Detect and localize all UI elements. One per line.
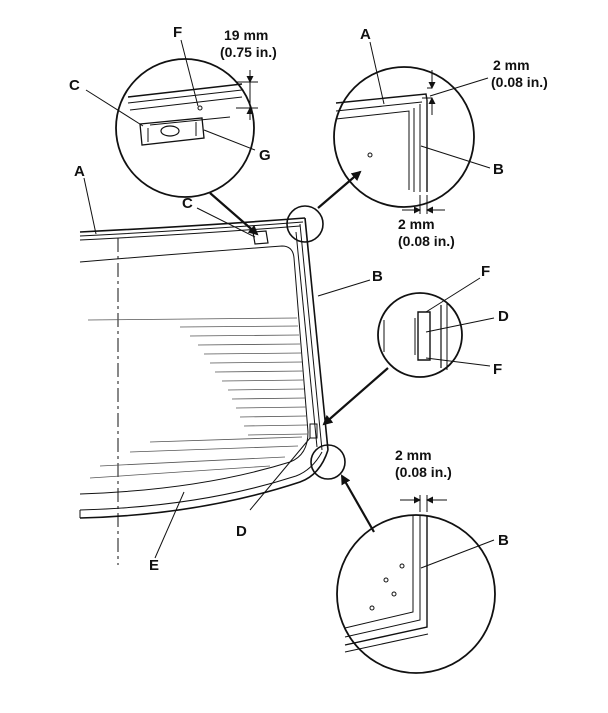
- side-molding-inner: [299, 223, 323, 451]
- clip-c-on-glass: [252, 230, 269, 245]
- top-molding-outer: [79, 217, 306, 233]
- label-c-top: C: [69, 77, 80, 94]
- label-e: E: [149, 557, 159, 574]
- side-molding-outer: [304, 217, 329, 451]
- dim-0-08in-bottom: (0.08 in.): [395, 464, 452, 480]
- dim-0-08in-side: (0.08 in.): [398, 233, 455, 249]
- ceramic-border: [79, 245, 309, 495]
- label-d-main: D: [236, 523, 247, 540]
- top-glass-edge: [79, 225, 301, 241]
- label-f-upper: F: [481, 263, 490, 280]
- label-b-top-detail: B: [493, 161, 504, 178]
- side-glass-edge: [295, 231, 318, 448]
- dim-0-75in: (0.75 in.): [220, 44, 277, 60]
- label-f-lower: F: [493, 361, 502, 378]
- label-d-detail: D: [498, 308, 509, 325]
- detail-top-corner: [333, 66, 475, 214]
- label-b-main: B: [372, 268, 383, 285]
- dim-0-08in-top: (0.08 in.): [491, 74, 548, 90]
- leader-lines: [83, 39, 495, 569]
- top-molding-inner: [79, 221, 304, 237]
- bottom-edge-outer: [79, 449, 329, 519]
- label-b-bottom-detail: B: [498, 532, 509, 549]
- arrow-to-clip-c: [209, 192, 259, 236]
- windshield-glass: [79, 217, 329, 565]
- dim-2mm-top: 2 mm: [493, 57, 530, 73]
- labels: F C G A C A B B F D F D E B 19 mm (0.75 …: [69, 24, 548, 574]
- detail-circle-top-corner: [286, 205, 324, 243]
- dim-2mm-bottom: 2 mm: [395, 447, 432, 463]
- dim-19mm: 19 mm: [224, 27, 268, 43]
- defroster-grid: [87, 317, 308, 479]
- label-f-top: F: [173, 24, 182, 41]
- detail-bottom-corner: [336, 495, 496, 674]
- label-g: G: [259, 147, 271, 164]
- clip-d-on-glass: [309, 423, 318, 439]
- arrow-to-top-detail: [317, 170, 362, 209]
- detail-circle-bottom-corner: [310, 444, 346, 480]
- detail-clip-c: [115, 58, 258, 198]
- detail-clip-d: [377, 292, 463, 378]
- label-a-detail: A: [360, 26, 371, 43]
- callout-arrows: [209, 170, 389, 533]
- label-a-main: A: [74, 163, 85, 180]
- label-c-main: C: [182, 195, 193, 212]
- dim-2mm-side: 2 mm: [398, 216, 435, 232]
- arrow-to-bottom-detail: [341, 474, 375, 533]
- arrow-to-clip-d: [322, 367, 389, 426]
